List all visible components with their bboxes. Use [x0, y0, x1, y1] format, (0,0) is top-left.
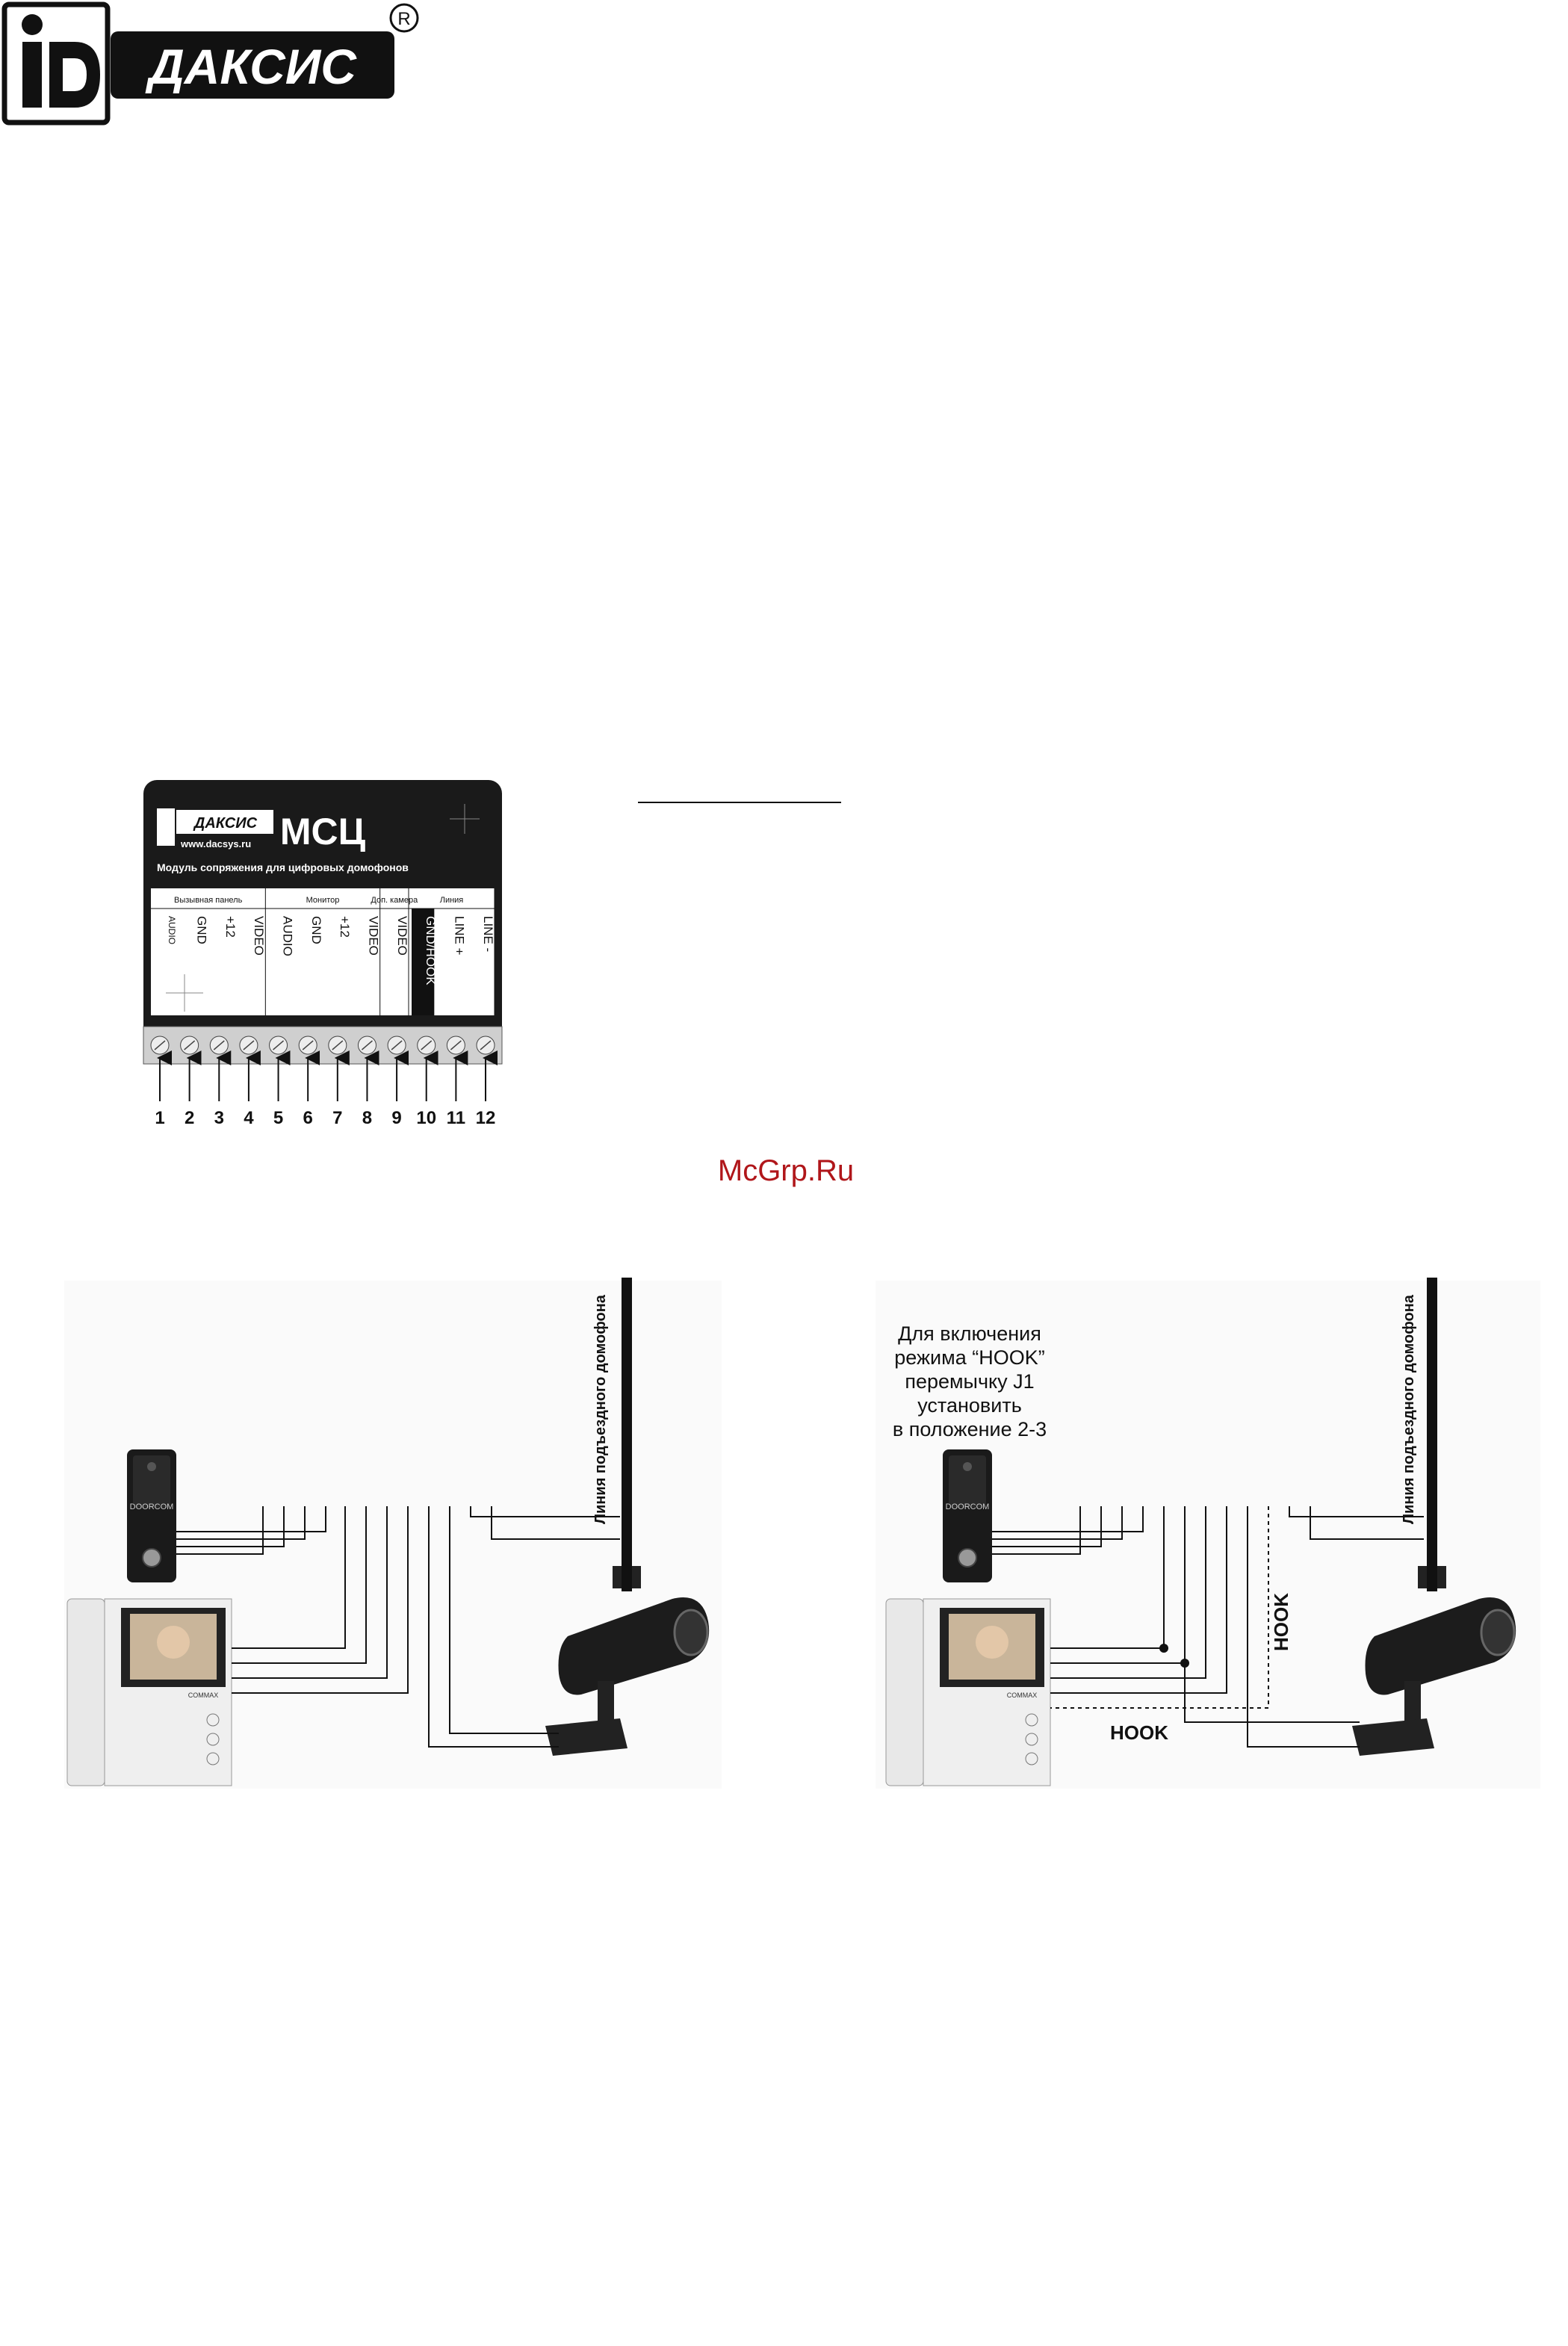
terminal-number: 5 [273, 1108, 283, 1128]
svg-text:установить: установить [917, 1394, 1022, 1417]
module-main: ДАКСИС www.dacsys.ru МСЦ Модуль сопряжения … [143, 780, 503, 1065]
terminal-label: VIDEO [367, 916, 381, 956]
terminal-label: GND [195, 916, 209, 944]
call-panel-left: DOORCOM [127, 1449, 176, 1582]
hook-label-vertical: HOOK [1270, 1593, 1292, 1651]
terminal-number: 2 [185, 1108, 194, 1128]
line-label-left: Линия подъездного домофона [592, 1294, 609, 1524]
terminal-number: 9 [391, 1108, 401, 1128]
svg-text:в положение 2-3: в положение 2-3 [893, 1418, 1047, 1440]
terminal-label: VIDEO [252, 916, 266, 956]
terminal-label: LINE - [481, 916, 495, 952]
terminal-label: VIDEO [395, 916, 409, 956]
svg-text:перемычку J1: перемычку J1 [905, 1370, 1034, 1393]
svg-text:R: R [397, 9, 410, 29]
camera-right [1352, 1597, 1516, 1756]
wiring-diagram-right: Для включения режима “HOOK” перемычку J1… [876, 1278, 1540, 1789]
module-subtitle: Модуль сопряжения для цифровых домофонов [157, 861, 409, 873]
svg-text:DOORCOM: DOORCOM [130, 1502, 174, 1511]
watermark: McGrp.Ru [718, 1154, 854, 1187]
group-label: Вызывная панель [174, 896, 243, 905]
group-label: Доп. камера [371, 896, 418, 905]
camera-left [545, 1597, 710, 1756]
monitor-left: COMMAX [66, 1598, 232, 1786]
brand-name: ДАКСИС [145, 39, 357, 94]
terminal-number: 3 [214, 1108, 224, 1128]
terminal-number: 6 [303, 1108, 313, 1128]
terminal-label: LINE + [453, 916, 467, 956]
module-brand: ДАКСИС [193, 815, 258, 832]
terminal-number: 12 [476, 1108, 496, 1128]
terminal-label: AUDIO [167, 916, 177, 944]
call-panel-right: DOORCOM [943, 1449, 992, 1582]
intercom-line-cable-right [1427, 1278, 1437, 1591]
terminal-number: 8 [362, 1108, 372, 1128]
hook-wire [1050, 1506, 1269, 1709]
terminal-label: GND [309, 916, 323, 944]
terminal-number: 11 [447, 1108, 465, 1128]
line-label-right: Линия подъездного домофона [1401, 1294, 1417, 1524]
wires-left [176, 1506, 620, 1748]
module-site: www.dacsys.ru [180, 838, 251, 849]
intercom-line-cable [622, 1278, 632, 1591]
terminal-label: +12 [338, 916, 352, 938]
hook-note: Для включения режима “HOOK” перемычку J1… [893, 1322, 1047, 1440]
terminal-label: +12 [223, 916, 238, 938]
module-title: МСЦ [280, 811, 366, 852]
group-label: Монитор [306, 896, 340, 905]
brand-logo: ДАКСИС R [1, 1, 419, 126]
terminal-number: 7 [332, 1108, 342, 1128]
svg-text:режима “HOOK”: режима “HOOK” [894, 1346, 1044, 1369]
terminal-number: 1 [155, 1108, 164, 1128]
svg-text:Для включения: Для включения [898, 1322, 1041, 1345]
terminal-label: GND/HOOK [424, 916, 438, 985]
wires-right [992, 1506, 1424, 1748]
svg-text:DOORCOM: DOORCOM [946, 1502, 990, 1511]
monitor-right: COMMAX [885, 1598, 1051, 1786]
svg-text:COMMAX: COMMAX [188, 1692, 219, 1699]
svg-text:COMMAX: COMMAX [1007, 1692, 1038, 1699]
terminal-number: 4 [244, 1108, 254, 1128]
terminal-number: 10 [416, 1108, 436, 1128]
group-label: Линия [440, 896, 464, 905]
wiring-diagram-left: Линия подъездного домофона DOORCOM COMMA… [64, 1278, 722, 1789]
terminal-label: AUDIO [281, 916, 295, 956]
hook-label-horizontal: HOOK [1110, 1721, 1168, 1744]
registered-icon [389, 3, 419, 33]
